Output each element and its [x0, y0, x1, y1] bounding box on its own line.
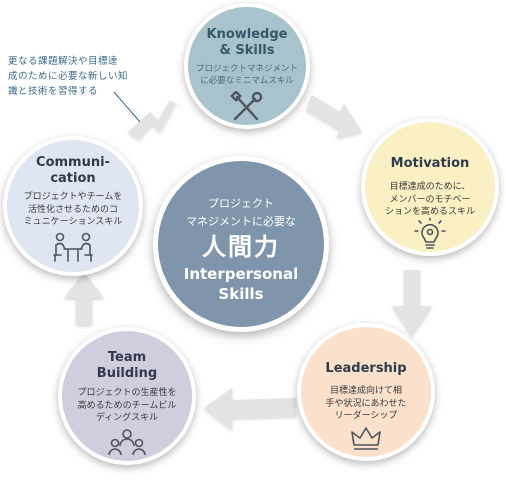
team-title: Team Building — [62, 350, 192, 382]
center-main-title: 人間力 — [202, 233, 280, 261]
motivation-desc-line-2: メンバーのモチベー — [389, 194, 471, 205]
arrow-team-to-communication — [64, 272, 104, 325]
team-title-line-2: Building — [96, 366, 158, 381]
motivation-title: Motivation — [390, 156, 470, 171]
arrow-knowledge-to-motivation — [306, 95, 362, 138]
communication-title-line-1: Communi- — [36, 155, 110, 170]
knowledge-desc-line-1: プロジェクトマネジメント — [195, 64, 298, 74]
callout-leader-line — [113, 91, 141, 123]
leadership-title: Leadership — [325, 361, 407, 376]
knowledge-description: プロジェクトマネジメント に必要なミニマムスキル — [188, 63, 306, 87]
communication-desc-line-1: プロジェクトやチームを — [23, 192, 123, 202]
meeting-table-icon — [53, 232, 93, 262]
team-description: プロジェクトの生産性を 高めるためのチームビル ディングスキル — [62, 387, 192, 425]
communication-desc-line-3: ミュニケーションスキル — [23, 217, 123, 227]
team-group-icon — [108, 429, 146, 456]
team-building-node: Team Building プロジェクトの生産性を 高めるためのチームビル ディ… — [58, 327, 196, 465]
motivation-description: 目標達成のために、 メンバーのモチベー ションを高めるスキル — [365, 181, 495, 219]
communication-description: プロジェクトやチームを 活性化させるためのコ ミュニケーションスキル — [7, 191, 139, 229]
team-desc-line-1: プロジェクトの生産性を — [77, 388, 177, 398]
knowledge-title-line-1: Knowledge — [206, 27, 288, 42]
callout-line-1: 更なる課題解決や目標達 — [8, 56, 119, 67]
communication-desc-line-2: 活性化させるためのコ — [27, 204, 118, 215]
arrow-communication-to-knowledge — [128, 100, 183, 140]
crown-icon — [351, 427, 381, 450]
communication-title: Communi- cation — [7, 155, 139, 187]
leadership-desc-line-2: 手や状況にあわせた — [325, 398, 407, 409]
arrow-leadership-to-team — [204, 388, 296, 430]
motivation-node: Motivation 目標達成のために、 メンバーのモチベー ションを高めるスキ… — [361, 118, 499, 256]
wrench-screwdriver-icon — [230, 91, 263, 121]
motivation-desc-line-3: ションを高めるスキル — [384, 207, 475, 217]
team-desc-line-3: ディングスキル — [95, 413, 159, 423]
leadership-desc-line-1: 目標達成向けて相 — [329, 386, 402, 396]
team-desc-line-2: 高めるためのチームビル — [77, 400, 177, 411]
callout-line-3: 識と技術を習得する — [8, 86, 99, 97]
lightbulb-gear-icon — [414, 218, 446, 249]
center-english-line-2: Skills — [218, 285, 264, 303]
center-line-2: マネジメントに必要な — [186, 215, 296, 228]
leadership-node: Leadership 目標達成向けて相 手や状況にあわせた リーダーシップ — [297, 323, 435, 461]
leadership-description: 目標達成向けて相 手や状況にあわせた リーダーシップ — [301, 385, 431, 423]
knowledge-callout: 更なる課題解決や目標達 成のために必要な新しい知 識と技術を習得する — [8, 54, 128, 99]
communication-node: Communi- cation プロジェクトやチームを 活性化させるためのコ ミ… — [3, 136, 143, 276]
motivation-desc-line-1: 目標達成のために、 — [389, 182, 471, 192]
center-english-line-1: Interpersonal — [183, 265, 299, 283]
team-title-line-1: Team — [107, 350, 147, 365]
center-hub: プロジェクト マネジメントに必要な 人間力 Interpersonal Skil… — [153, 156, 329, 332]
communication-title-line-2: cation — [50, 171, 96, 186]
leadership-desc-line-3: リーダーシップ — [334, 411, 398, 421]
center-line-1: プロジェクト — [208, 197, 274, 210]
knowledge-title-line-2: & Skills — [219, 43, 275, 58]
knowledge-title: Knowledge & Skills — [188, 27, 306, 59]
arrow-motivation-to-leadership — [392, 270, 432, 336]
knowledge-desc-line-2: に必要なミニマムスキル — [200, 76, 294, 86]
knowledge-skills-node: Knowledge & Skills プロジェクトマネジメント に必要なミニマム… — [184, 3, 310, 129]
callout-line-2: 成のために必要な新しい知 — [8, 71, 129, 82]
